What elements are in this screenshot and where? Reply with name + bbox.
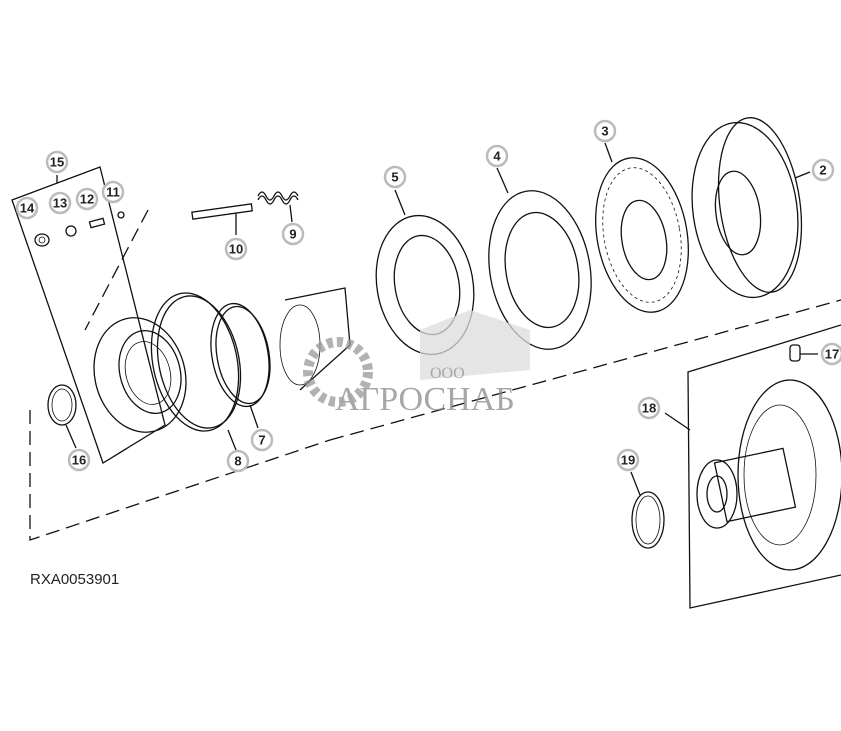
svg-text:7: 7 bbox=[258, 433, 265, 448]
part-7-seal-ring bbox=[210, 302, 271, 408]
watermark-logo: ООО АГРОСНАБ bbox=[303, 310, 530, 418]
callout-2: 2 bbox=[811, 158, 835, 182]
svg-text:15: 15 bbox=[50, 155, 64, 170]
svg-text:5: 5 bbox=[391, 170, 398, 185]
callout-5: 5 bbox=[383, 165, 407, 189]
svg-text:8: 8 bbox=[234, 454, 241, 469]
callout-8: 8 bbox=[226, 449, 250, 473]
kit-frame-15 bbox=[11, 166, 166, 464]
callout-7: 7 bbox=[250, 428, 274, 452]
part-14-retainer bbox=[34, 233, 50, 247]
part-13-washer bbox=[65, 225, 77, 237]
callout-12: 12 bbox=[75, 187, 99, 211]
callout-16: 16 bbox=[67, 448, 91, 472]
assembly-frame-18 bbox=[687, 324, 841, 609]
callout-17: 17 bbox=[820, 342, 841, 366]
svg-text:17: 17 bbox=[825, 347, 839, 362]
part-3-friction-disc bbox=[595, 142, 689, 313]
svg-text:2: 2 bbox=[819, 163, 826, 178]
svg-text:4: 4 bbox=[493, 149, 501, 164]
part-8-seal-ring bbox=[150, 292, 242, 432]
callout-19: 19 bbox=[616, 448, 640, 472]
part-4-separator-plate bbox=[488, 167, 592, 350]
svg-text:11: 11 bbox=[106, 185, 120, 200]
svg-text:ООО: ООО bbox=[430, 365, 465, 382]
svg-text:14: 14 bbox=[20, 201, 35, 216]
callout-18: 18 bbox=[637, 396, 661, 420]
part-18-housing-assembly bbox=[696, 379, 841, 571]
part-2-clutch-housing bbox=[691, 117, 811, 299]
svg-text:3: 3 bbox=[601, 124, 608, 139]
callout-15: 15 bbox=[45, 150, 69, 174]
part-16-snap-ring bbox=[47, 384, 77, 426]
svg-text:16: 16 bbox=[72, 453, 86, 468]
part-11-ball bbox=[117, 211, 125, 219]
callout-13: 13 bbox=[48, 191, 72, 215]
part-piston bbox=[93, 317, 187, 433]
callout-9: 9 bbox=[281, 222, 305, 246]
part-17-dowel bbox=[789, 344, 818, 362]
part-10-shaft bbox=[191, 203, 253, 235]
svg-text:18: 18 bbox=[642, 401, 656, 416]
part-12-pin bbox=[88, 217, 106, 229]
callout-11: 11 bbox=[101, 180, 125, 204]
callout-14: 14 bbox=[15, 196, 39, 220]
callout-10: 10 bbox=[224, 237, 248, 261]
svg-text:12: 12 bbox=[80, 192, 94, 207]
part-19-ring bbox=[630, 471, 665, 549]
callout-4: 4 bbox=[485, 144, 509, 168]
svg-text:19: 19 bbox=[621, 453, 635, 468]
callout-3: 3 bbox=[593, 119, 617, 143]
svg-text:13: 13 bbox=[53, 196, 67, 211]
figure-code: RXA0053901 bbox=[30, 571, 120, 588]
svg-text:9: 9 bbox=[289, 227, 296, 242]
part-9-spring bbox=[257, 191, 299, 223]
svg-text:АГРОСНАБ: АГРОСНАБ bbox=[335, 381, 515, 418]
svg-text:10: 10 bbox=[229, 242, 243, 257]
